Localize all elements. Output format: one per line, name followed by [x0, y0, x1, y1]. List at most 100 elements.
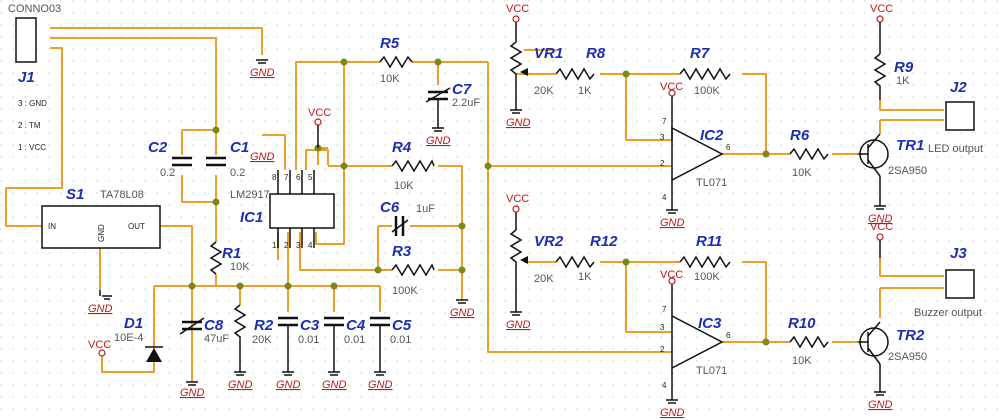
c4-ref-label: C4	[346, 317, 366, 334]
ic1-pin2: 2	[284, 241, 289, 250]
opamp-ic2: 3 2 6 7 4 IC2 TL071	[660, 96, 731, 210]
r11-ref-label: R11	[696, 233, 722, 250]
j2-ref-label: J2	[950, 79, 967, 96]
r3-value-label: 100K	[392, 285, 418, 297]
c2-ref-label: C2	[148, 139, 168, 156]
vcc-label-vr2: VCC	[506, 193, 529, 205]
r5-ref-label: R5	[380, 35, 400, 52]
r6-value-label: 10K	[792, 167, 812, 179]
gnd-label-vr2: GND	[506, 319, 531, 331]
r12-value-label: 1K	[578, 271, 592, 283]
regulator-s1: S1 TA78L08 IN OUT GND	[41, 186, 161, 249]
r9-ref-label: R9	[894, 59, 914, 76]
gnd-label-vr1: GND	[506, 117, 531, 129]
gnd-label-c7: GND	[426, 135, 451, 147]
vcc-label-j3: VCC	[870, 221, 893, 233]
svg-text:3: 3	[660, 323, 665, 332]
c1-value-label: 0.2	[230, 167, 245, 179]
j1-pin3-label: 3 : GND	[18, 99, 47, 108]
vcc-label-r9: VCC	[870, 3, 893, 15]
s1-out-label: OUT	[128, 222, 145, 231]
c3-value-label: 0.01	[298, 334, 319, 346]
s1-gnd-label: GND	[97, 224, 106, 242]
c5-value-label: 0.01	[390, 334, 411, 346]
ic1-part-label: LM2917	[230, 189, 270, 201]
resistor-labels: R1 10K R2 20K R3 100K R4 10K R5 10K R6 1…	[222, 35, 914, 367]
connector-j3: J3 Buzzer output	[914, 245, 982, 319]
j1-part-label: CONNO03	[8, 3, 61, 15]
gnd-label-ic3: GND	[660, 407, 685, 419]
vcc-label-ic2: VCC	[660, 81, 683, 93]
vcc-label-vr1: VCC	[506, 3, 529, 15]
r1-value-label: 10K	[230, 261, 250, 273]
vr2-ref-label: VR2	[534, 233, 564, 250]
gnd-label-tr1: GND	[868, 213, 893, 225]
gnd-label-c5: GND	[368, 379, 393, 391]
r2-value-label: 20K	[252, 334, 272, 346]
svg-text:3: 3	[660, 133, 665, 142]
tr2-ref-label: TR2	[896, 327, 925, 344]
ic1-pin1: 1	[272, 241, 277, 250]
ic3-part-label: TL071	[696, 365, 727, 377]
d1-ref-label: D1	[124, 315, 143, 332]
r6-ref-label: R6	[790, 127, 810, 144]
r11-value-label: 100K	[694, 271, 720, 283]
ic1-pin5: 5	[308, 173, 313, 182]
gnd-label-r3: GND	[450, 307, 475, 319]
tr1-part-label: 2SA950	[888, 165, 927, 177]
c1-ref-label: C1	[230, 139, 249, 156]
svg-text:7: 7	[662, 305, 667, 314]
gnd-symbols: GND GND GND GND GND GND GND GND GND GND …	[88, 59, 893, 419]
r2-ref-label: R2	[254, 317, 274, 334]
ic1-pin4: 4	[308, 241, 313, 250]
capacitors: C2 0.2 C1 0.2 C3 0.01 C4 0.01 C5 0.01 C6…	[148, 81, 480, 372]
gnd-label-c4: GND	[322, 379, 347, 391]
ic1-pin3: 3	[296, 241, 301, 250]
c6-ref-label: C6	[380, 199, 400, 216]
ic1-pin6: 6	[296, 173, 301, 182]
gnd-label-c8: GND	[180, 387, 205, 399]
j1-pin1-label: 1 : VCC	[18, 143, 46, 152]
pot-vr2: VR2 20K	[509, 212, 564, 312]
svg-text:2: 2	[660, 345, 665, 354]
svg-text:6: 6	[726, 143, 731, 152]
vcc-symbols: VCC VCC VCC VCC VCC VCC VCC VCC	[88, 3, 893, 357]
r4-ref-label: R4	[392, 139, 412, 156]
gnd-label-r2: GND	[228, 379, 253, 391]
c7-ref-label: C7	[452, 81, 472, 98]
svg-text:4: 4	[662, 381, 667, 390]
transistor-tr1: TR1 2SA950	[858, 133, 927, 206]
ic1-ref-label: IC1	[240, 209, 263, 226]
vr1-ref-label: VR1	[534, 45, 563, 62]
s1-part-label: TA78L08	[100, 189, 144, 201]
c4-value-label: 0.01	[344, 334, 365, 346]
resistor-bodies	[209, 53, 887, 372]
r8-ref-label: R8	[586, 45, 606, 62]
j1-pin2-label: 2 : TM	[18, 121, 41, 130]
c8-value-label: 47uF	[204, 333, 229, 345]
s1-ref-label: S1	[66, 186, 84, 203]
vcc-label-d1: VCC	[88, 339, 111, 351]
ic3-ref-label: IC3	[698, 315, 722, 332]
svg-text:4: 4	[662, 193, 667, 202]
c7-value-label: 2.2uF	[452, 97, 480, 109]
ic2-ref-label: IC2	[700, 127, 724, 144]
gnd-label-s1: GND	[88, 303, 113, 315]
gnd-label-tr2: GND	[868, 399, 893, 411]
r12-ref-label: R12	[590, 233, 618, 250]
vcc-label-ic3: VCC	[660, 269, 683, 281]
gnd-label-ic2: GND	[660, 217, 685, 229]
vr2-value-label: 20K	[534, 273, 554, 285]
gnd-label-j1: GND	[250, 67, 275, 79]
ic1-pin8: 8	[272, 173, 277, 182]
ic2-part-label: TL071	[696, 177, 727, 189]
r4-value-label: 10K	[394, 180, 414, 192]
ic1-lm2917: 8 7 6 5 1 2 3 4 LM2917 IC1	[230, 170, 335, 250]
svg-text:2: 2	[660, 159, 665, 168]
svg-text:7: 7	[662, 117, 667, 126]
j3-ref-label: J3	[950, 245, 967, 262]
r7-ref-label: R7	[690, 45, 710, 62]
tr1-ref-label: TR1	[896, 137, 924, 154]
pot-vr1: VR1 20K	[509, 22, 563, 110]
